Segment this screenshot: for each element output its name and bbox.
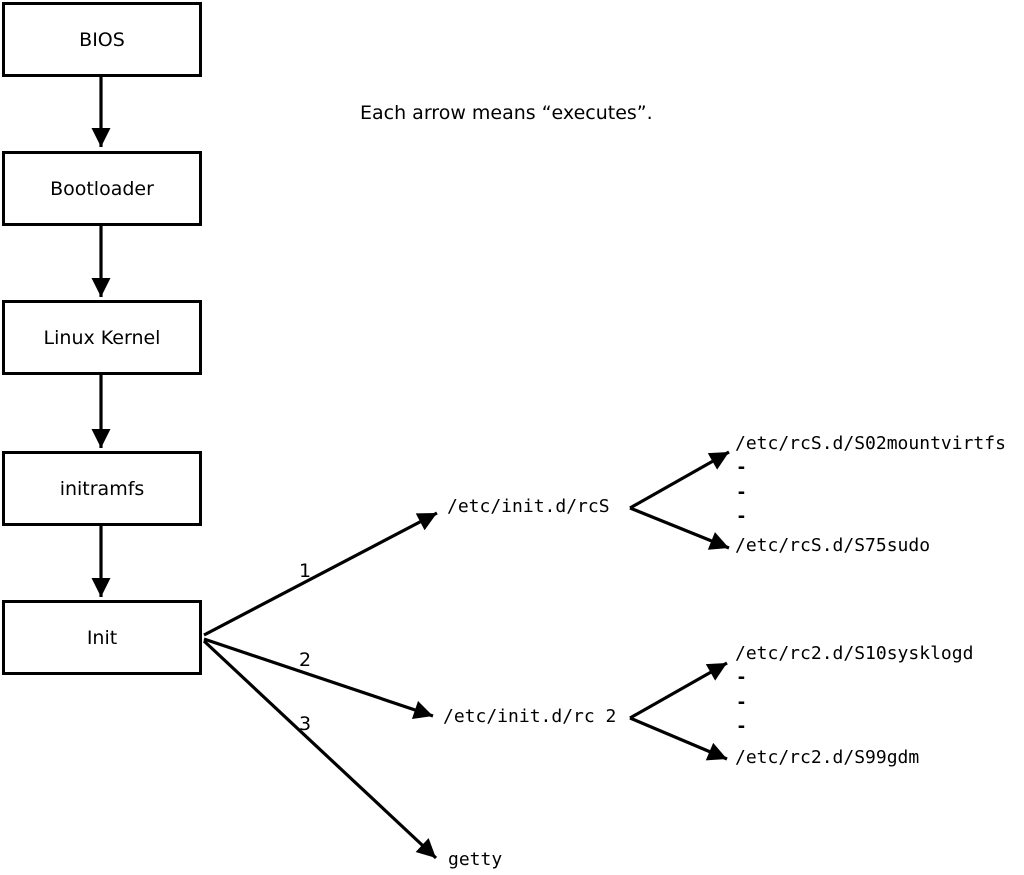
- arrow-init-to-rcs: [203, 511, 438, 637]
- node-initramfs: initramfs: [2, 451, 202, 526]
- arrow-rcs-to-last-script: [629, 506, 730, 550]
- rc2-ellipsis-dash-1: -: [736, 667, 747, 688]
- node-bios: BIOS: [2, 2, 202, 77]
- node-bootloader-label: Bootloader: [50, 177, 154, 200]
- rcs-ellipsis-dash-1: -: [736, 457, 747, 478]
- node-linux-kernel-label: Linux Kernel: [43, 326, 161, 349]
- node-init: Init: [2, 600, 202, 675]
- diagram-caption: Each arrow means “executes”.: [360, 102, 653, 124]
- node-rc2: /etc/init.d/rc 2: [443, 706, 617, 727]
- node-bootloader: Bootloader: [2, 151, 202, 226]
- branch-number-1: 1: [299, 560, 312, 582]
- node-rcs-first-script: /etc/rcS.d/S02mountvirtfs: [735, 433, 1006, 454]
- node-bios-label: BIOS: [79, 28, 125, 51]
- node-rcs-last-script: /etc/rcS.d/S75sudo: [735, 535, 931, 556]
- branch-number-3: 3: [299, 713, 312, 735]
- rc2-ellipsis-dash-3: -: [736, 716, 747, 737]
- arrow-rcs-to-first-script: [629, 450, 730, 510]
- arrow-rc2-to-last-script: [629, 716, 728, 761]
- branch-number-2: 2: [299, 649, 312, 671]
- arrow-rc2-to-first-script: [629, 661, 728, 720]
- node-linux-kernel: Linux Kernel: [2, 300, 202, 375]
- node-rc2-first-script: /etc/rc2.d/S10sysklogd: [735, 643, 974, 664]
- arrow-init-to-rc2: [203, 637, 434, 719]
- rc2-ellipsis-dash-2: -: [736, 692, 747, 713]
- rcs-ellipsis-dash-3: -: [736, 506, 747, 527]
- rcs-ellipsis-dash-2: -: [736, 482, 747, 503]
- node-init-label: Init: [86, 626, 118, 649]
- node-rc2-last-script: /etc/rc2.d/S99gdm: [735, 747, 920, 768]
- node-getty: getty: [448, 849, 503, 870]
- arrow-init-to-getty: [202, 639, 438, 860]
- node-rcs: /etc/init.d/rcS: [447, 496, 610, 517]
- node-initramfs-label: initramfs: [59, 477, 145, 500]
